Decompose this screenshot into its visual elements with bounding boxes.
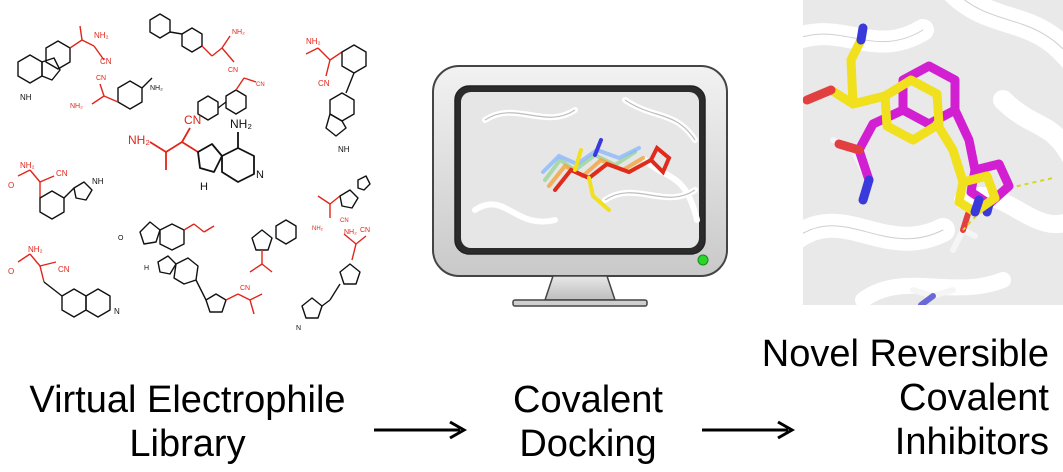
molecule-12: H CN [144, 255, 263, 315]
o-label: O [8, 181, 14, 190]
flow-arrow-2-icon [702, 420, 796, 440]
nh2-label: NH₂ [94, 31, 109, 40]
o-label: O [8, 267, 14, 276]
cn-label: CN [240, 285, 250, 292]
step-label-virtual-library: Virtual Electrophile Library [0, 378, 375, 466]
step-label-line: Virtual Electrophile [29, 379, 346, 421]
n-label: N [256, 169, 264, 181]
screen-protein-outline [484, 99, 696, 201]
molecule-3: NH₂ NH₂ CN [70, 75, 163, 110]
molecule-collage: NH₂ CN NH NH₂ CN [8, 13, 371, 332]
ligand-magenta [834, 61, 1014, 217]
step-label-line: Library [129, 423, 246, 465]
molecule-5: NH₂ CN NH [305, 37, 367, 154]
monitor-base [512, 299, 648, 307]
nh2-label: NH₂ [150, 85, 163, 92]
molecule-11: NH₂ CN O N [8, 245, 120, 318]
molecule-1: NH₂ CN NH [17, 25, 112, 102]
cn-label: CN [360, 227, 370, 234]
protein-ribbons [803, 0, 1063, 305]
step-label-line: Covalent [513, 379, 663, 421]
docking-view [461, 92, 699, 248]
cn-label: CN [96, 75, 106, 82]
molecule-10 [249, 219, 297, 273]
h-label: H [200, 181, 208, 193]
cn-label: CN [340, 218, 349, 224]
cn-label: CN [56, 169, 68, 178]
nh2-label: NH₂ [230, 117, 252, 131]
monitor-illustration [432, 65, 728, 307]
molecule-8: NH₂ CN [312, 175, 371, 232]
nh2-label: NH₂ [344, 229, 357, 236]
step-label-line: Novel Reversible [761, 333, 1049, 375]
electrophile-library-panel: NH₂ CN NH NH₂ CN [0, 0, 375, 335]
nh-label: NH [20, 93, 32, 102]
nh2-label: NH₂ [128, 133, 150, 147]
molecule-7: NH₂ CN O NH [8, 161, 104, 220]
molecule-4: CN [197, 77, 265, 121]
power-led [697, 254, 709, 266]
nh2-label: NH₂ [70, 103, 83, 110]
hydrogen-bonds [962, 177, 1054, 231]
nh2-label: NH₂ [20, 161, 35, 170]
cn-label: CN [58, 265, 70, 274]
docked-poses [541, 138, 672, 212]
n-label: N [114, 307, 120, 316]
docking-monitor [425, 60, 735, 310]
nh2-label: NH₂ [232, 29, 245, 36]
molecule-9: O [118, 221, 215, 251]
cn-label: CN [256, 82, 265, 88]
nh2-label: NH₂ [28, 245, 43, 254]
nh-label: NH [338, 145, 350, 154]
n-label: N [296, 325, 301, 332]
cn-label: CN [100, 57, 112, 66]
o-label: O [118, 235, 124, 242]
monitor-neck [543, 275, 617, 301]
h-label: H [144, 265, 149, 272]
cn-label: CN [228, 67, 238, 74]
nh2-label: NH₂ [312, 226, 324, 232]
cn-label: CN [184, 113, 201, 127]
step-label-line: Covalent [899, 377, 1049, 419]
inhibitor-binding-view [803, 0, 1063, 305]
step-label-line: Docking [519, 423, 657, 465]
flow-arrow-1-icon [374, 420, 468, 440]
molecule-2: NH₂ CN [149, 13, 245, 74]
step-label-covalent-inhibitors: Novel Reversible Covalent Inhibitors [700, 332, 1049, 464]
cn-label: CN [318, 79, 330, 88]
molecule-6-featured: NH₂ CN NH₂ H N [128, 113, 264, 193]
nh-label: NH [92, 177, 104, 186]
protein-ligand-render [803, 0, 1063, 305]
step-label-covalent-docking: Covalent Docking [498, 378, 678, 466]
step-label-line: Inhibitors [894, 421, 1049, 463]
nh2-label: NH₂ [306, 37, 321, 46]
molecule-13: NH₂ CN N [296, 227, 370, 332]
ligand-yellow [803, 23, 1000, 217]
